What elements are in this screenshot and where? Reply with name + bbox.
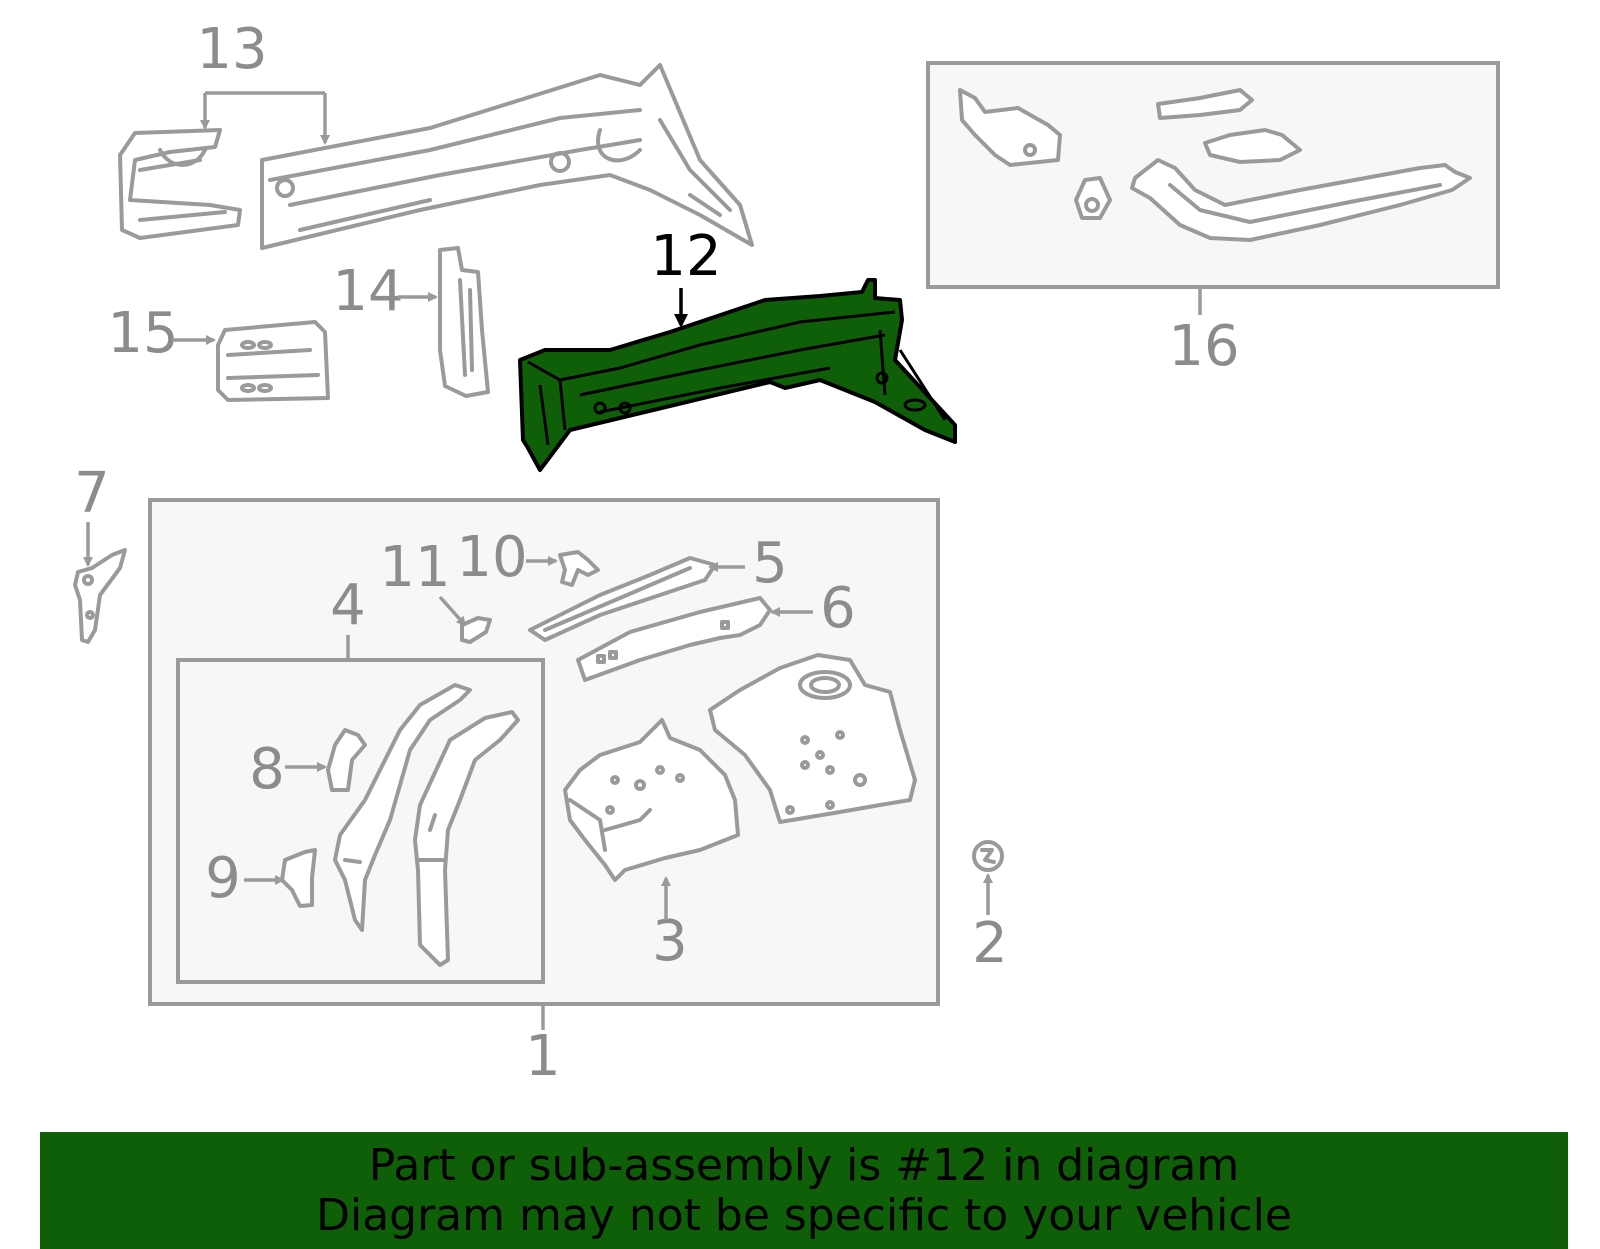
part-2-plug[interactable] (972, 840, 1004, 872)
part-16-components[interactable] (958, 88, 1472, 242)
part-14-bracket[interactable] (438, 246, 490, 398)
banner-line-2: Diagram may not be specific to your vehi… (316, 1189, 1292, 1241)
callout-1: 1 (525, 1024, 561, 1089)
callout-12: 12 (650, 224, 721, 289)
callout-6: 6 (820, 576, 856, 641)
callout-5: 5 (752, 531, 788, 596)
part-13-rear-frame-rail[interactable] (118, 63, 754, 250)
part-11-clip[interactable] (460, 616, 492, 644)
part-3-wheelhouse[interactable] (563, 718, 740, 882)
callout-15: 15 (107, 301, 178, 366)
callout-13-leader (200, 91, 330, 145)
part-6-lower-member[interactable] (576, 596, 772, 682)
callout-4: 4 (330, 573, 366, 638)
callout-16: 16 (1168, 314, 1239, 379)
callout-11-leader (438, 595, 467, 627)
part-15-reinforcement[interactable] (216, 320, 330, 402)
part-7-bracket[interactable] (73, 548, 127, 644)
part-5-upper-member[interactable] (528, 556, 717, 642)
callout-9: 9 (205, 846, 241, 911)
banner-line-1: Part or sub-assembly is #12 in diagram (368, 1139, 1240, 1191)
info-banner: Part or sub-assembly is #12 in diagram D… (40, 1132, 1568, 1249)
callout-8: 8 (249, 737, 285, 802)
part-12-frame-rail-highlighted[interactable] (518, 278, 957, 472)
callout-14: 14 (332, 259, 403, 324)
callout-11: 11 (379, 535, 450, 600)
callout-7: 7 (74, 461, 110, 526)
callout-10: 10 (456, 525, 527, 590)
part-1-inner-panel[interactable] (708, 653, 917, 824)
callout-3: 3 (652, 909, 688, 974)
part-4-apron-pieces[interactable] (280, 683, 520, 967)
callout-2: 2 (972, 911, 1008, 976)
callout-13: 13 (196, 17, 267, 82)
part-10-clip[interactable] (558, 550, 600, 587)
